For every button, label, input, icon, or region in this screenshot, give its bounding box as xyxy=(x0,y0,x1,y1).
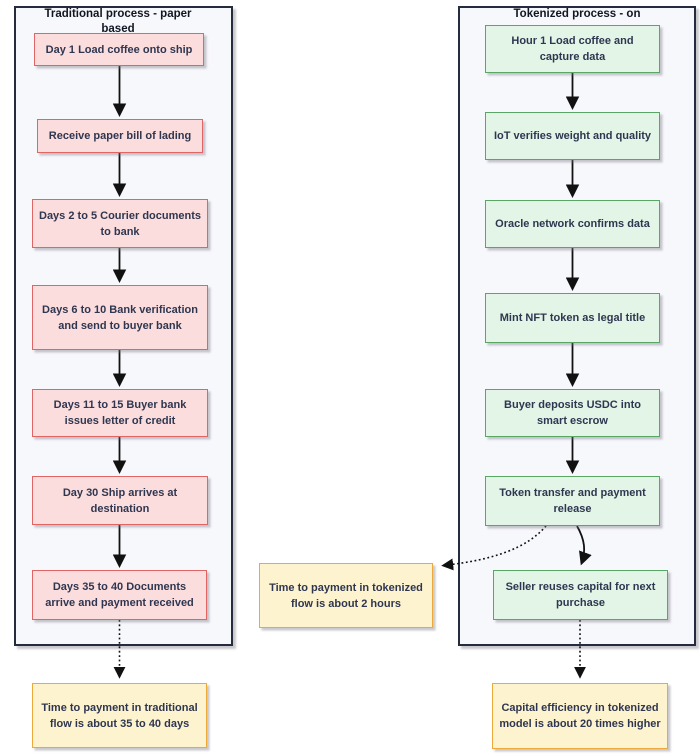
traditional-step-letter-of-credit: Days 11 to 15 Buyer bank issues letter o… xyxy=(32,389,208,437)
tokenized-step-mint-nft: Mint NFT token as legal title xyxy=(485,293,660,343)
tokenized-process-title: Tokenized process - on xyxy=(513,8,641,20)
tokenized-step-oracle-confirms: Oracle network confirms data xyxy=(485,200,660,248)
tokenized-outcome-note: Capital efficiency in tokenized model is… xyxy=(492,683,668,749)
tokenized-time-note: Time to payment in tokenized flow is abo… xyxy=(259,563,433,628)
traditional-step-bill-of-lading: Receive paper bill of lading xyxy=(37,119,203,153)
traditional-step-courier-documents: Days 2 to 5 Courier documents to bank xyxy=(32,199,208,248)
traditional-step-bank-verification: Days 6 to 10 Bank verification and send … xyxy=(32,285,208,350)
traditional-process-title: Traditional process - paper based xyxy=(44,8,192,35)
tokenized-step-usdc-escrow: Buyer deposits USDC into smart escrow xyxy=(485,389,660,437)
traditional-step-ship-arrives: Day 30 Ship arrives at destination xyxy=(32,476,208,525)
traditional-outcome-note: Time to payment in traditional flow is a… xyxy=(32,683,207,748)
tokenized-step-load-coffee: Hour 1 Load coffee and capture data xyxy=(485,25,660,73)
tokenized-step-iot-verifies: IoT verifies weight and quality xyxy=(485,112,660,160)
tokenized-step-token-transfer: Token transfer and payment release xyxy=(485,476,660,526)
traditional-step-payment-received: Days 35 to 40 Documents arrive and payme… xyxy=(32,570,207,620)
tokenized-step-seller-reuses-capital: Seller reuses capital for next purchase xyxy=(493,570,668,620)
traditional-step-load-coffee: Day 1 Load coffee onto ship xyxy=(34,33,204,66)
